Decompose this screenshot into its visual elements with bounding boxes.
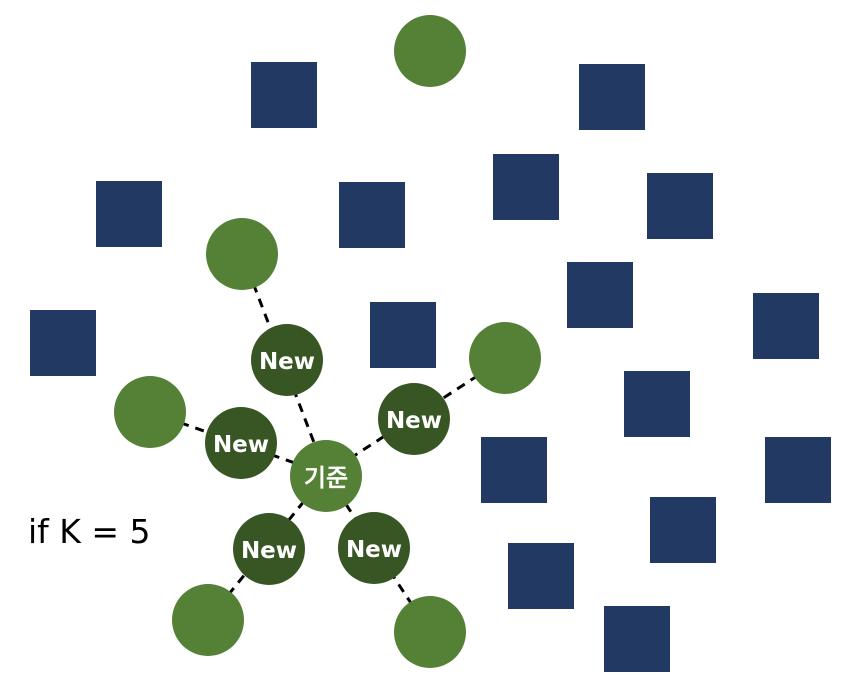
square-point bbox=[251, 62, 317, 128]
square-point bbox=[481, 437, 547, 503]
new-point-label: New bbox=[386, 408, 442, 434]
new-point: New bbox=[378, 383, 450, 455]
square-point bbox=[647, 173, 713, 239]
square-point bbox=[339, 182, 405, 248]
circle-point bbox=[394, 596, 466, 668]
circle-class-points bbox=[114, 15, 541, 668]
new-point: New bbox=[233, 513, 305, 585]
circle-point bbox=[114, 376, 186, 448]
new-point-label: New bbox=[259, 349, 315, 375]
reference-point: 기준 bbox=[290, 440, 362, 512]
new-points: New New New New New bbox=[205, 324, 450, 585]
square-point bbox=[567, 262, 633, 328]
square-point bbox=[508, 543, 574, 609]
k-condition-label: if K = 5 bbox=[28, 512, 151, 551]
square-point bbox=[753, 293, 819, 359]
square-point bbox=[624, 371, 690, 437]
new-point-label: New bbox=[346, 537, 402, 563]
circle-point bbox=[206, 218, 278, 290]
square-class-points bbox=[30, 62, 831, 672]
circle-point bbox=[172, 584, 244, 656]
square-point bbox=[765, 437, 831, 503]
square-point bbox=[493, 154, 559, 220]
reference-point-label: 기준 bbox=[304, 464, 348, 492]
circle-point bbox=[469, 322, 541, 394]
square-point bbox=[650, 497, 716, 563]
new-point: New bbox=[205, 407, 277, 479]
square-point bbox=[30, 310, 96, 376]
new-point: New bbox=[338, 512, 410, 584]
new-point: New bbox=[251, 324, 323, 396]
square-point bbox=[96, 181, 162, 247]
new-point-label: New bbox=[213, 432, 269, 458]
new-point-label: New bbox=[241, 538, 297, 564]
square-point bbox=[579, 64, 645, 130]
square-point bbox=[370, 302, 436, 368]
square-point bbox=[604, 606, 670, 672]
circle-point bbox=[394, 15, 466, 87]
